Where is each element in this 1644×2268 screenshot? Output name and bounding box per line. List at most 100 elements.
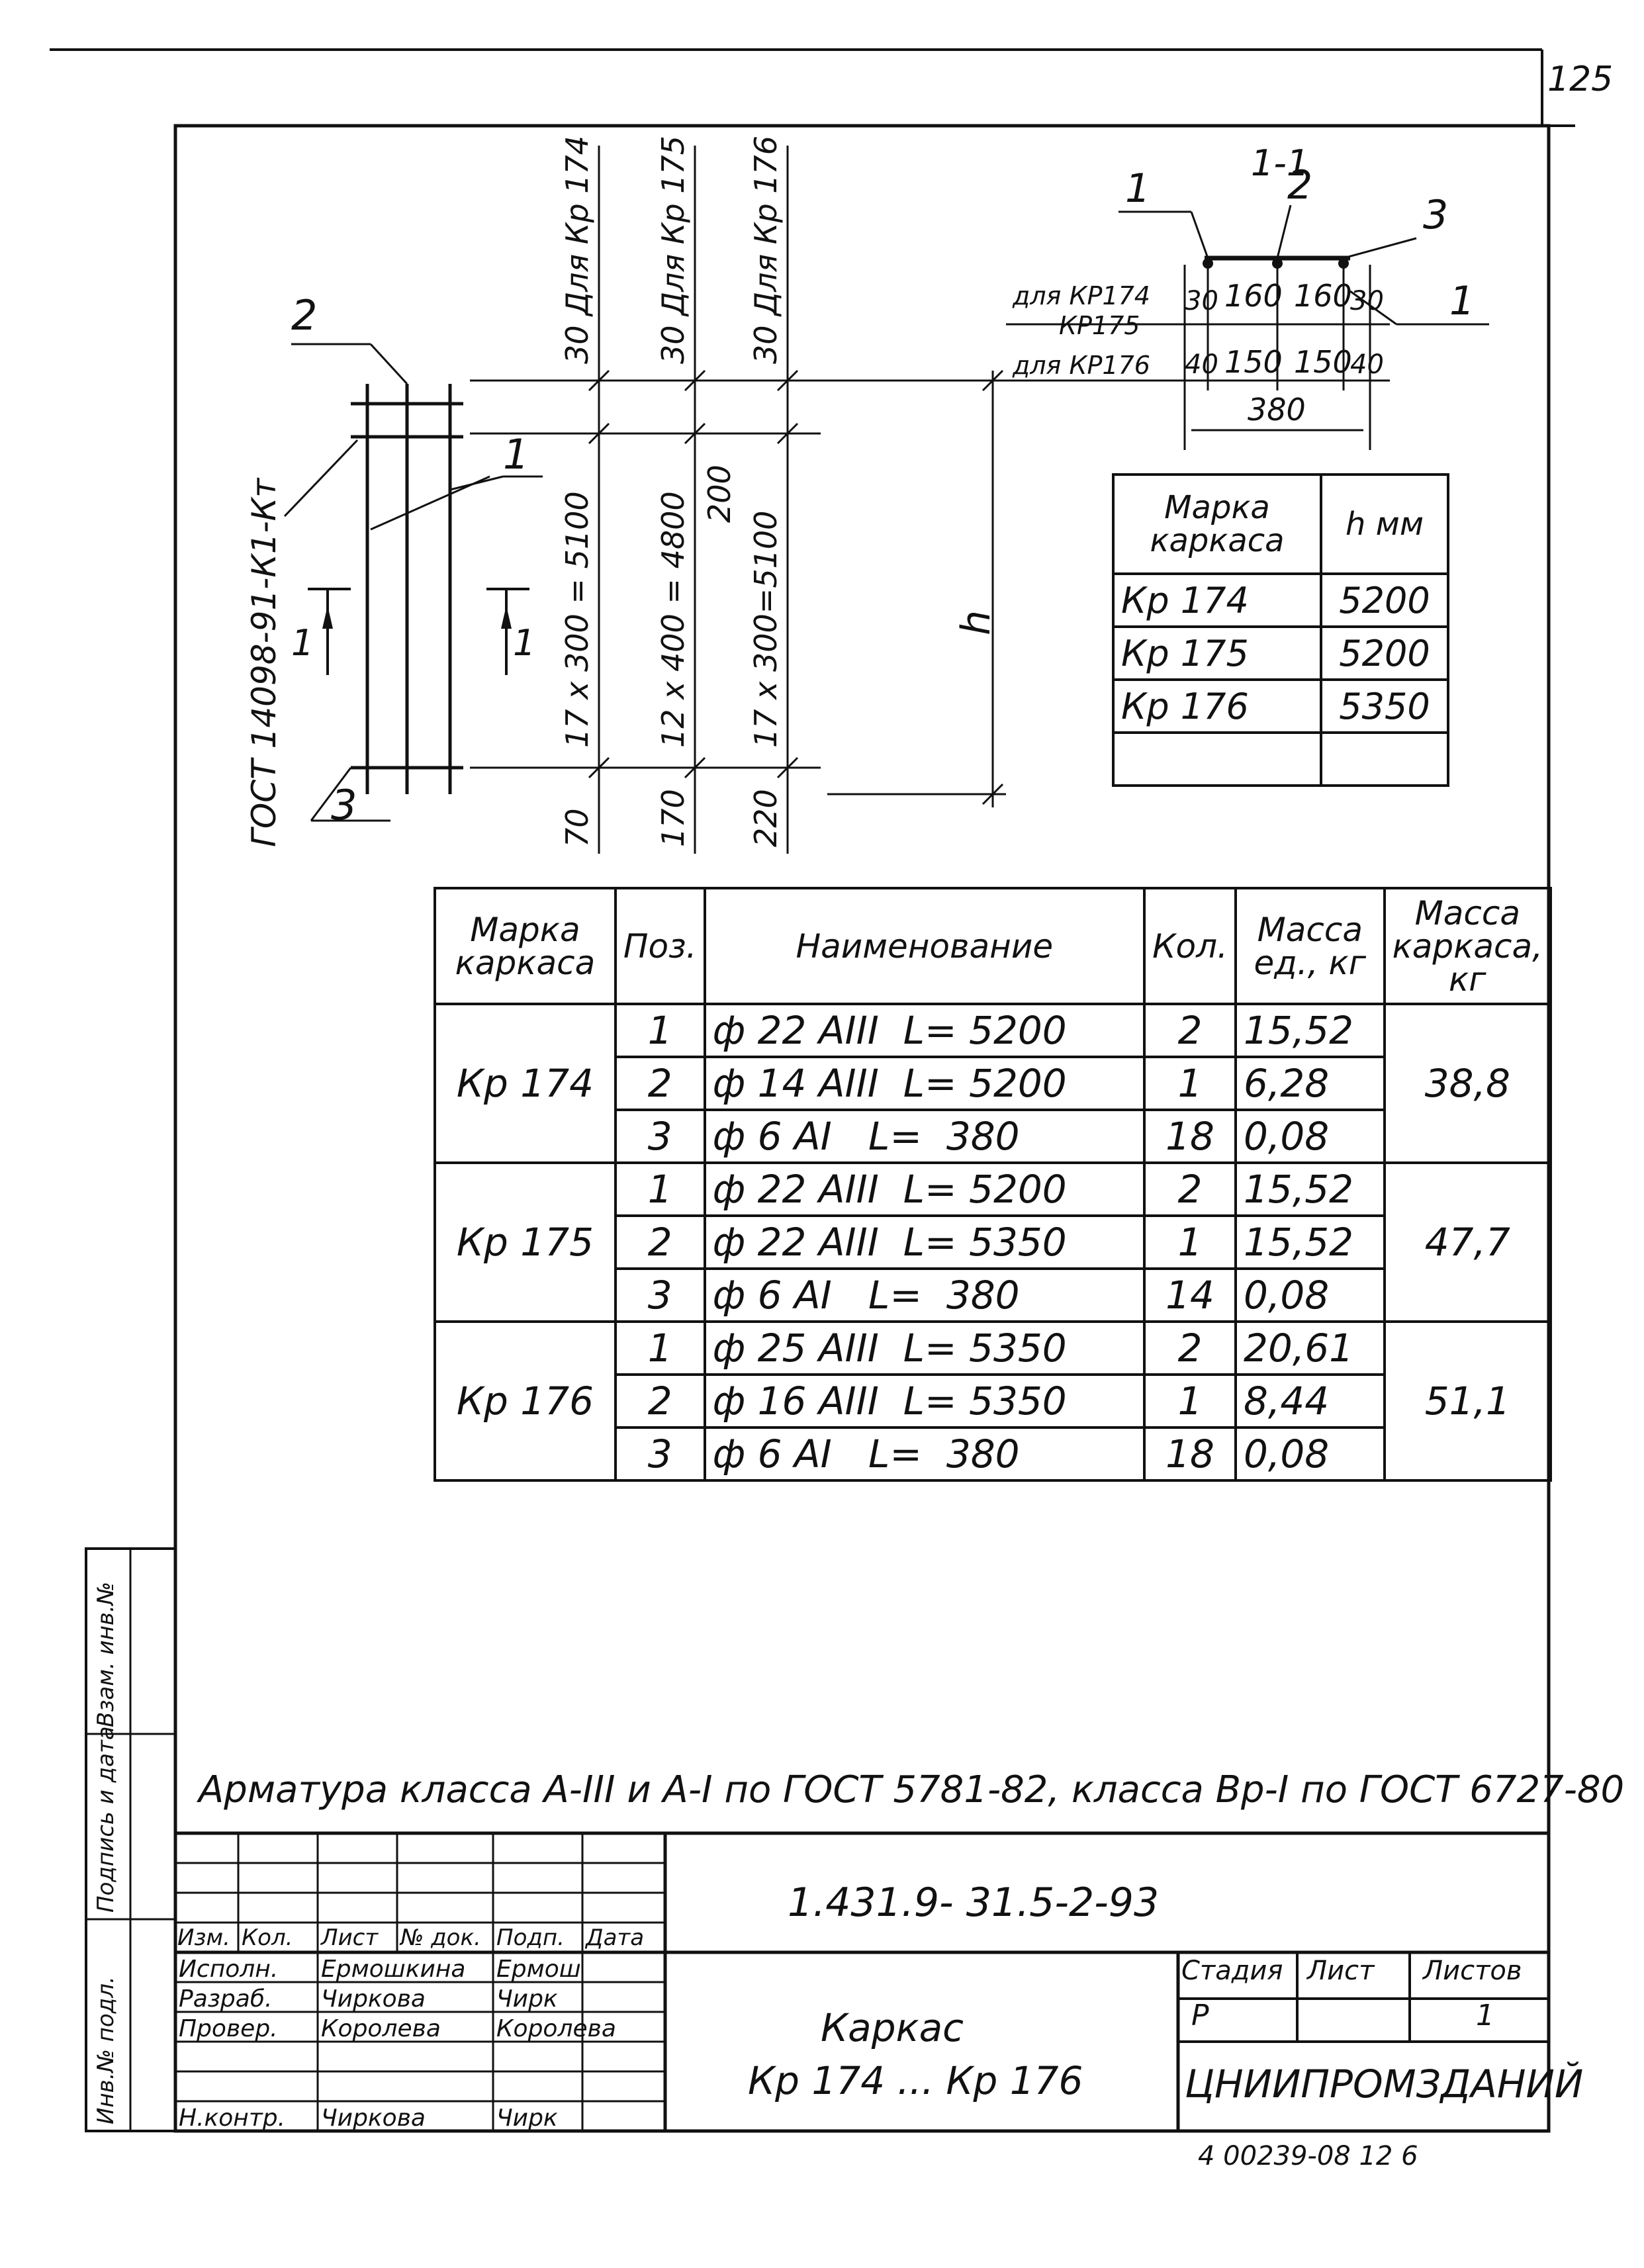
spec-total-mass-cell: 51,1 [1383,1320,1553,1482]
spec-pos-cell: 3 [614,1109,706,1164]
spec-mark-cell: Кр 176 [434,1320,617,1482]
section-dim-3: 160 [1294,278,1352,314]
callout-3: 3 [331,781,357,829]
bottom-stamp: 4 00239-08 12 6 [1198,2141,1418,2171]
spec-pos-cell: 3 [614,1426,706,1482]
spec-unit-mass-cell: 0,08 [1234,1426,1386,1482]
spec-pos-cell: 2 [614,1056,706,1111]
sheets-header: Листов [1423,1956,1522,1986]
spec-table: Марка каркаса Поз. Наименование Кол. Мас… [434,887,1553,1482]
spec-unit-mass-cell: 15,52 [1234,1161,1386,1217]
tb-signature: Королева [496,2015,616,2042]
spec-qty-cell: 18 [1143,1109,1238,1164]
spec-qty-cell: 2 [1143,1161,1238,1217]
tb-col-doc: № док. [400,1925,481,1951]
spec-header-pos: Поз. [614,887,706,1005]
h-table-cell: Кр 175 [1112,625,1322,681]
spec-qty-cell: 1 [1143,1373,1238,1429]
spec-unit-mass-cell: 15,52 [1234,1214,1386,1270]
section-title: 1-1 [1251,142,1310,184]
section-dim-1: 30 [1185,286,1218,316]
doc-code: 1.431.9- 31.5-2-93 [788,1880,1160,1926]
tb-person-name: Чиркова [321,2105,426,2132]
tb-person-name: Королева [321,2015,441,2042]
section-dim-7: 150 [1294,344,1352,380]
tb-signature: Чирк [496,2105,558,2132]
spec-header-mark: Марка каркаса [434,887,617,1005]
h-table: Марка каркаса h мм Кр 174 5200 Кр 175 52… [1112,473,1449,787]
section-row2-label: для КР176 [1013,351,1150,380]
table-row [1112,731,1449,787]
spec-pos-cell: 2 [614,1373,706,1429]
h-table-cell: 5200 [1320,572,1449,628]
h-table-header-h: h мм [1320,473,1449,575]
tb-col-date: Дата [586,1925,645,1951]
spec-name-cell: ф 14 АIII L= 5200 [703,1056,1146,1111]
h-table-cell: Кр 174 [1112,572,1322,628]
spec-name-cell: ф 22 АIII L= 5200 [703,1161,1146,1217]
spec-qty-cell: 2 [1143,1003,1238,1058]
h-table-cell [1320,731,1449,787]
tb-signature: Чирк [496,1985,558,2013]
spec-name-cell: ф 6 АI L= 380 [703,1267,1146,1323]
tb-role: Провер. [179,2015,278,2042]
spec-header-total-mass: Масса каркаса, кг [1383,887,1553,1005]
h-table-cell: 5350 [1320,678,1449,734]
sheet-number: 125 [1547,60,1614,99]
spec-pos-cell: 1 [614,1003,706,1058]
tb-signature: Ермош [496,1956,581,1983]
spec-pos-cell: 2 [614,1214,706,1270]
callout-2: 2 [291,291,318,340]
spec-unit-mass-cell: 0,08 [1234,1109,1386,1164]
spec-unit-mass-cell: 15,52 [1234,1003,1386,1058]
stage-value: Р [1191,1999,1209,2032]
h-table-cell: 5200 [1320,625,1449,681]
stage-header: Стадия [1181,1956,1283,1986]
section-marker-right: 1 [513,622,536,664]
spec-pos-cell: 1 [614,1320,706,1376]
spec-header-name: Наименование [703,887,1146,1005]
tb-role: Н.контр. [179,2105,286,2132]
title-name-line2: Кр 174 ... Кр 176 [748,2058,1083,2103]
spec-header-qty: Кол. [1143,887,1238,1005]
section-row1-label: для КР174 [1013,281,1150,310]
table-row: Кр 174 5200 [1112,572,1449,628]
spec-name-cell: ф 25 АIII L= 5350 [703,1320,1146,1376]
table-row: Кр 175 5200 [1112,625,1449,681]
section-dim-8: 40 [1350,349,1384,380]
spec-unit-mass-cell: 0,08 [1234,1267,1386,1323]
section-total: 380 [1248,392,1306,428]
spec-qty-cell: 1 [1143,1214,1238,1270]
tb-person-name: Чиркова [321,1985,426,2013]
spec-name-cell: ф 16 АIII L= 5350 [703,1373,1146,1429]
spec-name-cell: ф 6 АI L= 380 [703,1426,1146,1482]
section-marker-left: 1 [291,622,314,664]
section-callout-3: 3 [1423,192,1449,238]
spec-unit-mass-cell: 8,44 [1234,1373,1386,1429]
tb-person-name: Ермошкина [321,1956,466,1983]
tb-role: Разраб. [179,1985,273,2013]
section-callout-2: 2 [1287,162,1313,208]
spec-pos-cell: 3 [614,1267,706,1323]
spec-qty-cell: 2 [1143,1320,1238,1376]
tb-col-izm: Изм. [177,1925,230,1951]
org-name: ЦНИИПРОМЗДАНИЙ [1185,2062,1584,2107]
tb-role: Исполн. [179,1956,279,1983]
spec-total-mass-cell: 38,8 [1383,1003,1553,1164]
table-row: Кр 176 5350 [1112,678,1449,734]
spec-qty-cell: 14 [1143,1267,1238,1323]
sheet-header: Лист [1307,1956,1375,1986]
h-table-cell: Кр 176 [1112,678,1322,734]
spec-header-unit-mass: Масса ед., кг [1234,887,1386,1005]
reinforcement-note: Арматура класса А-III и А-I по ГОСТ 5781… [199,1768,1625,1811]
